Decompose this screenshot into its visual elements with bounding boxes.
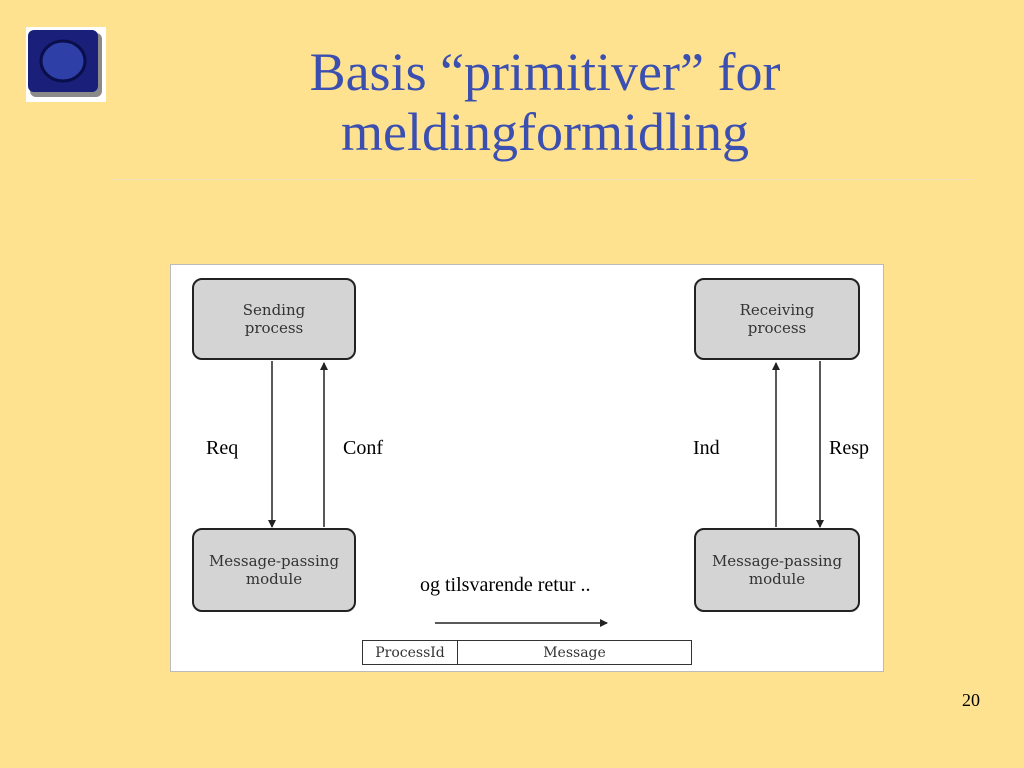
receiving-process-label: Receiving process [739, 301, 815, 337]
req-label: Req [206, 437, 239, 459]
mp-module-left-label: Message-passing module [208, 552, 340, 588]
mp-module-right-label: Message-passing module [711, 552, 843, 588]
logo-emblem-icon [28, 30, 102, 97]
message-passing-diagram: Sending process Receiving process Messag… [170, 264, 884, 672]
resp-label: Resp [829, 437, 869, 459]
sending-process-label: Sending process [242, 301, 306, 337]
university-logo [26, 27, 106, 102]
return-note: og tilsvarende retur .. [420, 574, 591, 596]
page-number: 20 [962, 690, 980, 710]
title-divider [112, 179, 974, 180]
conf-label: Conf [343, 437, 383, 459]
sending-process-box: Sending process [192, 278, 356, 360]
packet-processid-field: ProcessId [363, 641, 458, 664]
title-line-2: meldingformidling [341, 102, 749, 162]
message-passing-module-right: Message-passing module [694, 528, 860, 612]
packet-message-field: Message [543, 644, 606, 661]
receiving-process-box: Receiving process [694, 278, 860, 360]
diagram-arrows [268, 361, 824, 627]
slide-title: Basis “primitiver” for meldingformidling [110, 42, 980, 162]
message-packet-format: ProcessId Message [362, 640, 692, 665]
message-passing-module-left: Message-passing module [192, 528, 356, 612]
title-line-1: Basis “primitiver” for [309, 42, 781, 102]
ind-label: Ind [693, 437, 720, 459]
